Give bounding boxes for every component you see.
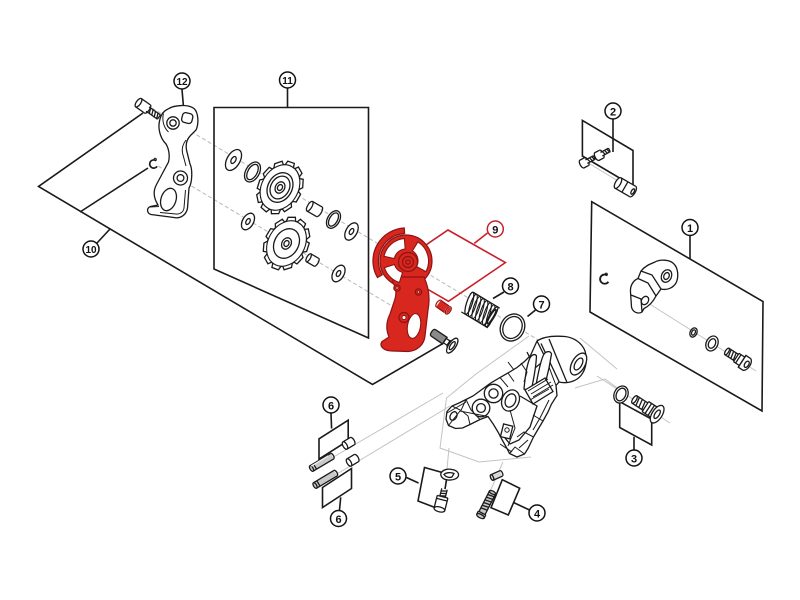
svg-text:9: 9 [492,225,498,237]
svg-text:11: 11 [282,76,293,87]
svg-text:8: 8 [507,282,513,294]
svg-text:5: 5 [395,472,401,484]
svg-text:4: 4 [534,509,541,521]
svg-text:2: 2 [610,107,616,119]
svg-text:3: 3 [631,454,637,466]
svg-text:1: 1 [687,223,693,235]
svg-text:7: 7 [538,300,544,312]
svg-text:6: 6 [328,401,334,413]
svg-text:6: 6 [335,514,341,526]
svg-text:10: 10 [85,245,97,256]
svg-text:12: 12 [176,77,188,88]
